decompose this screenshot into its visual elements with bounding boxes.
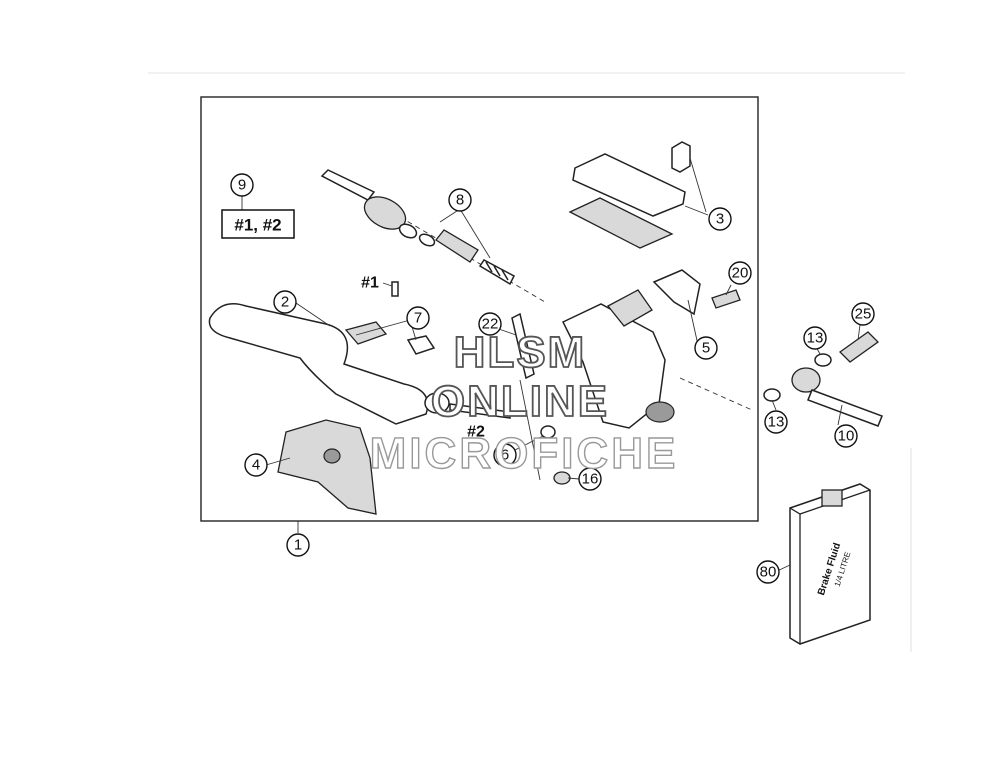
hose-line xyxy=(807,389,883,427)
lever-guard xyxy=(277,419,377,515)
callout-8: 8 xyxy=(448,188,472,212)
return-spring xyxy=(478,259,515,286)
callout-13-upper: 13 xyxy=(803,326,827,350)
pivot-pin xyxy=(449,403,511,419)
banjo-fitting xyxy=(791,367,821,393)
brake-fluid-can: Brake Fluid 1/4 LITRE xyxy=(789,483,871,645)
set-screw xyxy=(391,281,399,297)
kit-box xyxy=(221,209,295,239)
svg-text:10: 10 xyxy=(838,428,855,445)
svg-text:9: 9 xyxy=(238,177,246,194)
callout-22: 22 xyxy=(478,312,502,336)
kit-group: #1, #2 xyxy=(221,196,295,239)
callout-7: 7 xyxy=(406,306,430,330)
callout-80: 80 xyxy=(756,560,780,584)
dust-boot xyxy=(363,196,407,230)
kit-box-label: #1, #2 xyxy=(234,216,281,235)
piston xyxy=(435,229,479,263)
svg-text:8: 8 xyxy=(456,192,464,209)
svg-text:16: 16 xyxy=(582,471,599,488)
lever-pivot xyxy=(424,392,450,414)
watermark-line2: ONLINE xyxy=(431,377,609,426)
callout-5: 5 xyxy=(694,336,718,360)
svg-text:20: 20 xyxy=(732,265,749,282)
adjuster-knob xyxy=(344,321,388,345)
can-body xyxy=(789,483,871,645)
push-rod xyxy=(320,169,376,201)
guard-hole xyxy=(323,448,341,464)
svg-text:25: 25 xyxy=(855,306,872,323)
watermark-line3: MICROFICHE xyxy=(370,429,679,478)
svg-text:80: 80 xyxy=(760,564,777,581)
circlip xyxy=(398,223,418,239)
svg-text:5: 5 xyxy=(702,340,710,357)
adjuster-screw xyxy=(406,335,436,355)
reservoir-cap xyxy=(572,153,686,217)
pivot-bolt xyxy=(511,312,535,380)
callout-20: 20 xyxy=(728,261,752,285)
watermark: HLSM ONLINE MICROFICHE xyxy=(369,327,679,479)
washer-lower xyxy=(763,388,781,402)
callout-9: 9 xyxy=(230,173,254,197)
cap-screw xyxy=(671,141,691,173)
lever-blade xyxy=(208,303,429,425)
detail-label-hash1: #1 xyxy=(361,275,379,292)
callout-4: 4 xyxy=(244,453,268,477)
svg-text:3: 3 xyxy=(716,211,724,228)
washer xyxy=(418,233,436,247)
callout-13-lower: 13 xyxy=(764,410,788,434)
svg-text:13: 13 xyxy=(807,330,824,347)
handlebar-clamp xyxy=(652,269,701,316)
brake-hose xyxy=(763,331,883,427)
guard-body xyxy=(277,419,377,515)
detail-label-hash2: #2 xyxy=(467,424,485,441)
diaphragm xyxy=(568,197,674,249)
clamp-bolt xyxy=(711,289,741,309)
callout-6: 6 xyxy=(493,443,517,467)
svg-text:2: 2 xyxy=(281,294,289,311)
piston-assembly xyxy=(320,169,546,303)
reservoir-cap-assembly xyxy=(568,141,707,249)
svg-text:13: 13 xyxy=(768,414,785,431)
can-cap xyxy=(821,489,843,507)
callout-16: 16 xyxy=(578,467,602,491)
callout-10: 10 xyxy=(834,424,858,448)
callout-1: 1 xyxy=(286,533,310,557)
svg-text:22: 22 xyxy=(482,316,499,333)
svg-text:7: 7 xyxy=(414,310,422,327)
svg-text:6: 6 xyxy=(501,447,509,464)
assembly-frame xyxy=(200,96,759,522)
banjo-axis xyxy=(679,377,753,411)
bore-opening xyxy=(645,401,675,423)
master-cylinder-body xyxy=(511,269,753,485)
brake-lever xyxy=(208,281,511,425)
svg-text:4: 4 xyxy=(252,457,260,474)
callout-25: 25 xyxy=(851,302,875,326)
banjo-bolt xyxy=(838,331,880,363)
clamp-mount xyxy=(607,289,653,327)
washer-upper xyxy=(814,353,832,367)
bushing xyxy=(540,425,556,439)
watermark-line1: HLSM xyxy=(454,328,587,377)
callout-2: 2 xyxy=(273,290,297,314)
callout-3: 3 xyxy=(708,207,732,231)
svg-text:1: 1 xyxy=(294,537,302,554)
